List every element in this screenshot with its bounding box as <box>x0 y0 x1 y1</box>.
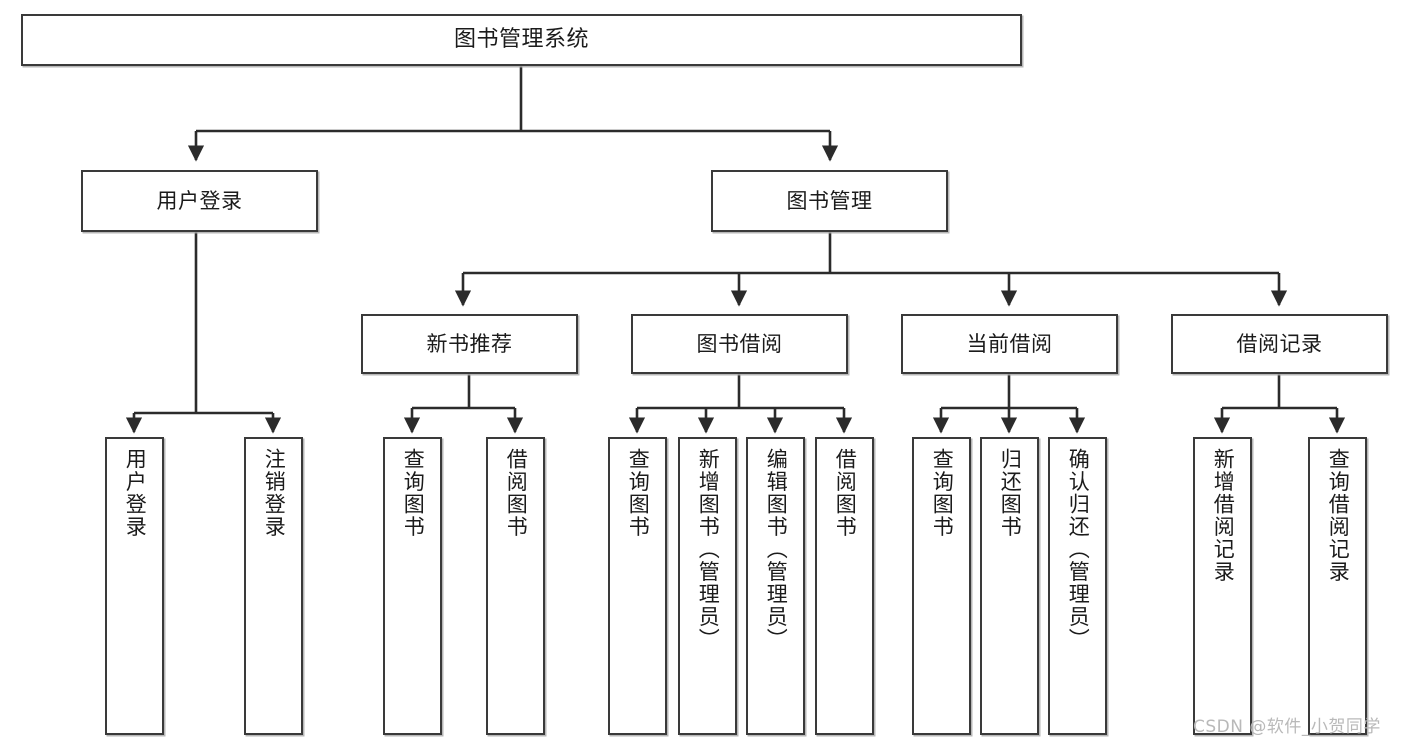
node-label: 新增借阅记录 <box>1211 448 1236 583</box>
leaf-new-book-borrow-book[interactable]: 借阅图书 <box>486 437 545 735</box>
node-label: 借阅记录 <box>1236 331 1323 356</box>
leaf-book-borrow-add-book-admin[interactable]: 新增图书（管理员） <box>678 437 737 735</box>
leaf-current-borrow-return-book[interactable]: 归还图书 <box>980 437 1039 735</box>
node-user-login[interactable]: 用户登录 <box>81 170 318 232</box>
node-label: 确认归还（管理员） <box>1066 448 1091 651</box>
node-new-book-recommend[interactable]: 新书推荐 <box>361 314 578 374</box>
leaf-user-login-login[interactable]: 用户登录 <box>105 437 164 735</box>
node-label: 图书借阅 <box>696 331 783 356</box>
node-label: 当前借阅 <box>966 331 1053 356</box>
node-label: 归还图书 <box>998 448 1023 538</box>
leaf-book-borrow-query-book[interactable]: 查询图书 <box>608 437 667 735</box>
node-book-management[interactable]: 图书管理 <box>711 170 948 232</box>
node-label: 新增图书（管理员） <box>696 448 721 651</box>
node-root-book-management-system[interactable]: 图书管理系统 <box>21 14 1022 66</box>
node-label: 图书管理系统 <box>453 27 589 53</box>
node-label: 新书推荐 <box>426 331 513 356</box>
node-label: 查询借阅记录 <box>1326 448 1351 583</box>
node-label: 查询图书 <box>401 448 426 538</box>
csdn-watermark: CSDN @软件_小贺同学 <box>1193 717 1381 737</box>
leaf-book-borrow-edit-book-admin[interactable]: 编辑图书（管理员） <box>746 437 805 735</box>
leaf-borrow-record-query-record[interactable]: 查询借阅记录 <box>1308 437 1367 735</box>
node-borrow-record[interactable]: 借阅记录 <box>1171 314 1388 374</box>
node-label: 图书管理 <box>786 188 873 213</box>
leaf-current-borrow-confirm-return-admin[interactable]: 确认归还（管理员） <box>1048 437 1107 735</box>
leaf-user-login-logout[interactable]: 注销登录 <box>244 437 303 735</box>
leaf-book-borrow-borrow-book[interactable]: 借阅图书 <box>815 437 874 735</box>
node-label: 查询图书 <box>626 448 651 538</box>
node-label: 用户登录 <box>156 188 243 213</box>
node-label: 编辑图书（管理员） <box>764 448 789 651</box>
node-label: 查询图书 <box>930 448 955 538</box>
node-current-borrow[interactable]: 当前借阅 <box>901 314 1118 374</box>
node-label: 借阅图书 <box>833 448 858 538</box>
leaf-current-borrow-query-book[interactable]: 查询图书 <box>912 437 971 735</box>
node-label: 注销登录 <box>262 448 287 538</box>
node-label: 借阅图书 <box>504 448 529 538</box>
node-book-borrow[interactable]: 图书借阅 <box>631 314 848 374</box>
leaf-borrow-record-add-record[interactable]: 新增借阅记录 <box>1193 437 1252 735</box>
leaf-new-book-query-book[interactable]: 查询图书 <box>383 437 442 735</box>
node-label: 用户登录 <box>123 448 148 538</box>
